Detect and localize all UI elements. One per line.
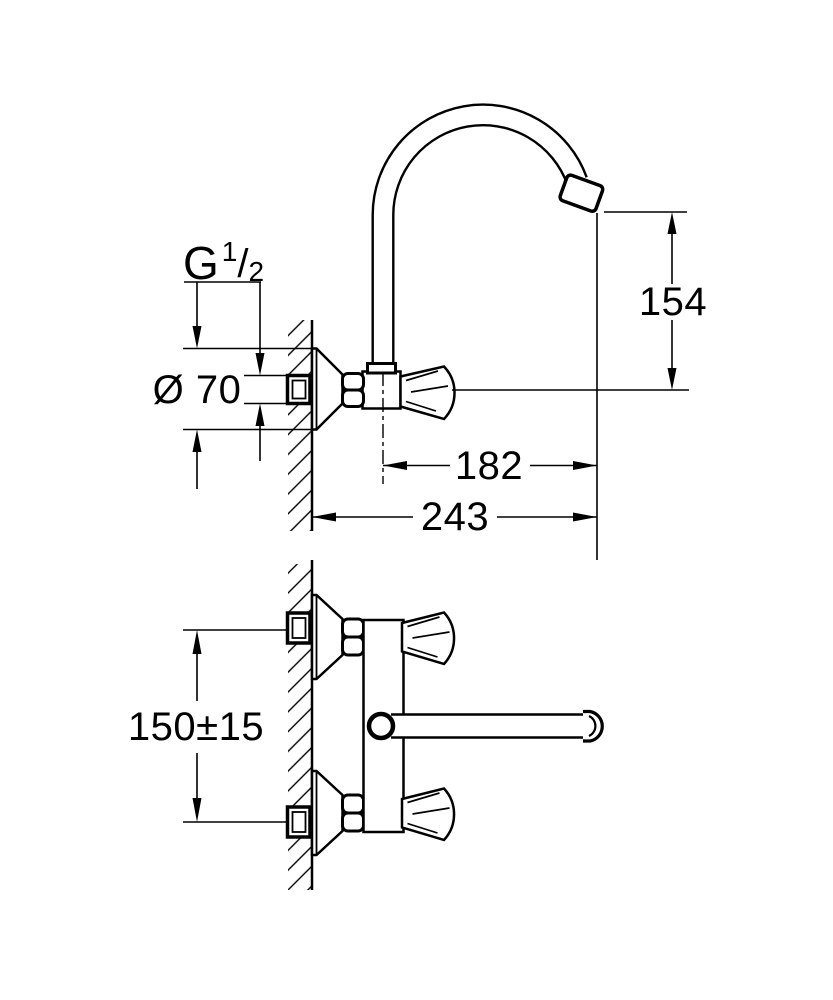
handle-knob [399,365,456,421]
centers-150-label: 150±15 [127,705,265,749]
spout-flange [366,362,397,375]
pipe-elbow [366,711,396,741]
hex-nut [341,372,365,408]
dimension-154 [452,211,689,391]
thread-square-upper [285,611,312,645]
escutcheon-lower [310,769,344,857]
escutcheon [310,347,344,431]
handle-knob-upper [400,611,456,666]
dimensions-side [184,211,689,560]
dimension-243 [312,512,597,522]
side-view [183,103,605,531]
arrowhead [192,429,202,452]
projection-243-label: 243 [420,495,490,539]
thread-numerator: 1 [221,236,238,267]
wall-hatching [288,320,312,531]
diameter-70-label: Ø 70 [152,368,242,412]
thread-prefix: G [183,237,219,289]
height-154-label: 154 [638,280,708,324]
hex-nut-lower [341,793,365,833]
arrowhead [192,326,202,349]
aerator [558,173,605,214]
thread-slash: / [237,242,249,286]
arrowhead [192,630,202,654]
extension-lines [183,629,288,823]
pipe-end-cap-detail [588,715,597,737]
pipe-end-cap [583,709,604,743]
dimension-150 [192,630,202,822]
escutcheon-upper [310,593,344,681]
arrowhead [192,798,202,822]
spout-pipe-plan [366,709,604,743]
handle-knob-lower [400,787,456,842]
hex-nut-upper [341,617,365,657]
gooseneck-spout [371,103,588,369]
arrowhead [255,353,265,376]
valve-body [361,370,402,410]
thread-denominator: 2 [248,256,265,287]
dimension-182 [383,461,597,470]
reach-182-label: 182 [454,444,524,488]
thread-square-lower [285,805,312,839]
thread-square [285,373,312,406]
arrowhead [255,403,265,426]
extension-lines [183,347,312,431]
plan-view [183,560,604,890]
